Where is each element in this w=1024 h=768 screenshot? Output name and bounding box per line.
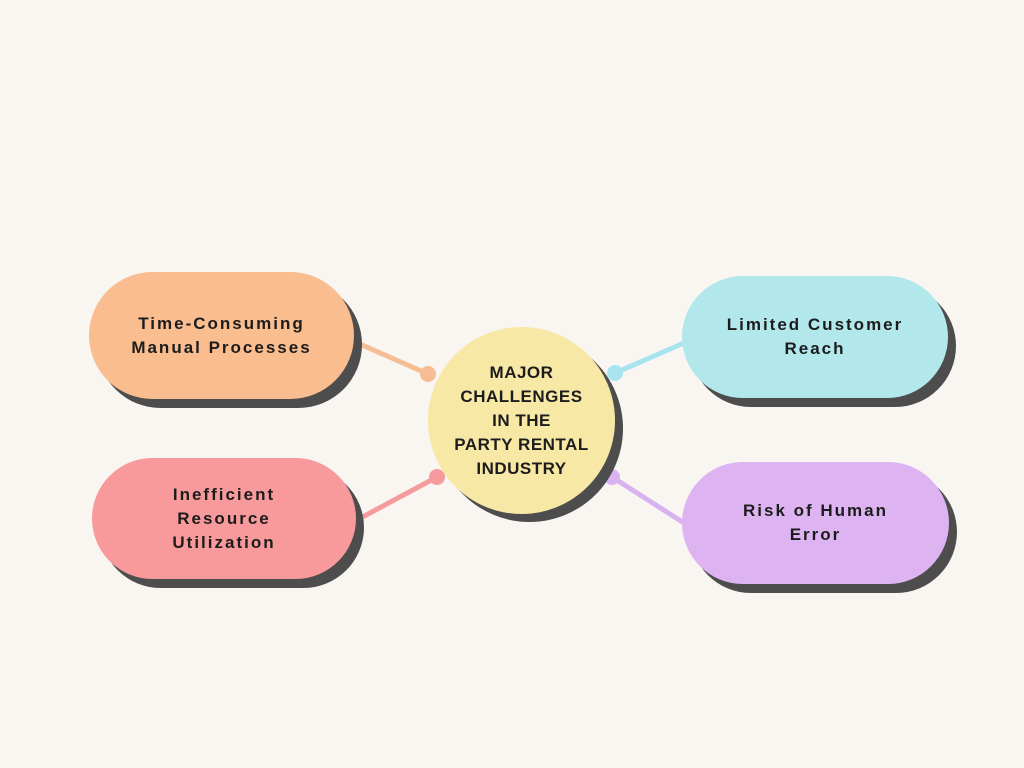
connector-dot-risk-error bbox=[604, 469, 620, 485]
connector-dot-limited-reach bbox=[607, 365, 623, 381]
connector-time-consuming bbox=[350, 338, 431, 377]
connector-dot-time-consuming bbox=[420, 366, 436, 382]
connector-limited-reach bbox=[612, 340, 687, 376]
connector-dot-inefficient bbox=[429, 469, 445, 485]
connector-inefficient bbox=[354, 474, 440, 523]
connector-risk-error bbox=[609, 474, 687, 526]
